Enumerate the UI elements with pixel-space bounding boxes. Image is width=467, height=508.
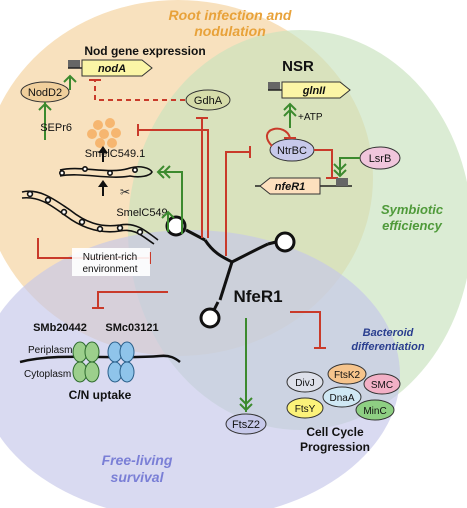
nutrient-label-2: environment xyxy=(82,264,137,275)
nsr-label: NSR xyxy=(282,58,314,75)
cell-cycle-label: Cell Cycle xyxy=(306,425,364,439)
sepr6-peptides xyxy=(87,118,121,148)
ftsz2-node: FtsZ2 xyxy=(225,413,267,435)
nodd2-node: NodD2 xyxy=(20,81,70,103)
smelc549-1-rna xyxy=(58,165,153,178)
noda-label: nodA xyxy=(98,63,126,75)
progression-label: Progression xyxy=(300,440,370,454)
nutrient-label-1: Nutrient-rich xyxy=(83,252,137,263)
ntrbc-label: NtrBC xyxy=(277,145,307,157)
smb20442-label: SMb20442 xyxy=(33,322,87,334)
scissors-icon: ✂ xyxy=(120,185,130,199)
smelc549-rna xyxy=(21,190,159,245)
smb20442-transporter xyxy=(72,341,100,383)
region-title-nodulation: nodulation xyxy=(194,23,266,39)
nfer1-inhibits-cell-cycle xyxy=(290,311,321,348)
ftsk2-label: FtsK2 xyxy=(334,370,361,381)
minc-node: MinC xyxy=(355,399,395,421)
periplasm-label: Periplasm xyxy=(28,345,72,356)
ftsy-node: FtsY xyxy=(286,397,324,419)
lsrb-label: LsrB xyxy=(369,153,392,165)
ftsy-label: FtsY xyxy=(295,404,316,415)
smelc549-1-label: SmelC549.1 xyxy=(85,148,146,160)
nfer1-inhibits-ntrbc xyxy=(225,151,250,256)
ntrbc-node: NtrBC xyxy=(269,138,315,162)
smc03121-transporter xyxy=(107,341,135,383)
ntrbc-autoregulation xyxy=(265,127,291,147)
nfer1-gene-label: nfeR1 xyxy=(275,181,306,193)
nodd2-label: NodD2 xyxy=(28,87,62,99)
gdha-label: GdhA xyxy=(194,95,223,107)
gdha-inhibits-noda-dashed xyxy=(94,80,185,101)
region-title-bacteroid: Bacteroid xyxy=(363,327,414,339)
region-title-free-living: Free-living xyxy=(102,452,173,468)
glnii-label: glnII xyxy=(302,85,327,97)
cytoplasm-label: Cytoplasm xyxy=(24,369,71,380)
membrane xyxy=(19,354,181,364)
divj-label: DivJ xyxy=(295,378,314,389)
nfer1-srna-structure xyxy=(165,215,296,329)
cn-uptake-label: C/N uptake xyxy=(69,388,132,402)
smc-node: SMC xyxy=(363,373,401,395)
nod-expression-label: Nod gene expression xyxy=(84,44,205,58)
smelc549-label: SmelC549 xyxy=(116,207,167,219)
atp-label: +ATP xyxy=(298,112,323,123)
ftsk2-node: FtsK2 xyxy=(327,363,367,385)
dnaa-label: DnaA xyxy=(329,393,354,404)
region-title-root-infection: Root infection and xyxy=(169,7,292,23)
nfer1-activates-smelc549-1 xyxy=(158,171,183,234)
minc-label: MinC xyxy=(363,406,386,417)
sepr6-label: SEPr6 xyxy=(40,122,72,134)
dnaa-node: DnaA xyxy=(322,386,362,408)
nfer1-label: NfeR1 xyxy=(233,287,282,306)
region-title-differentiation: differentiation xyxy=(351,341,424,353)
nfer1-gene: nfeR1 xyxy=(255,177,352,195)
lsrb-node: LsrB xyxy=(359,146,401,170)
smc-label: SMC xyxy=(371,380,393,391)
region-title-symbiotic: Symbiotic xyxy=(381,202,444,217)
nfer1-inhibits-sepr6 xyxy=(138,129,209,238)
region-free-living xyxy=(0,230,400,508)
noda-gene: nodA xyxy=(68,59,153,77)
nutrient-box xyxy=(72,248,150,276)
glnii-gene: glnII xyxy=(268,81,351,99)
ftsz2-label: FtsZ2 xyxy=(232,419,260,431)
region-title-survival: survival xyxy=(111,469,165,485)
region-title-efficiency: efficiency xyxy=(382,218,443,233)
gdha-node: GdhA xyxy=(185,89,231,111)
nfer1-inhibits-transporters xyxy=(97,291,168,308)
smc03121-label: SMc03121 xyxy=(105,322,158,334)
divj-node: DivJ xyxy=(286,371,324,393)
